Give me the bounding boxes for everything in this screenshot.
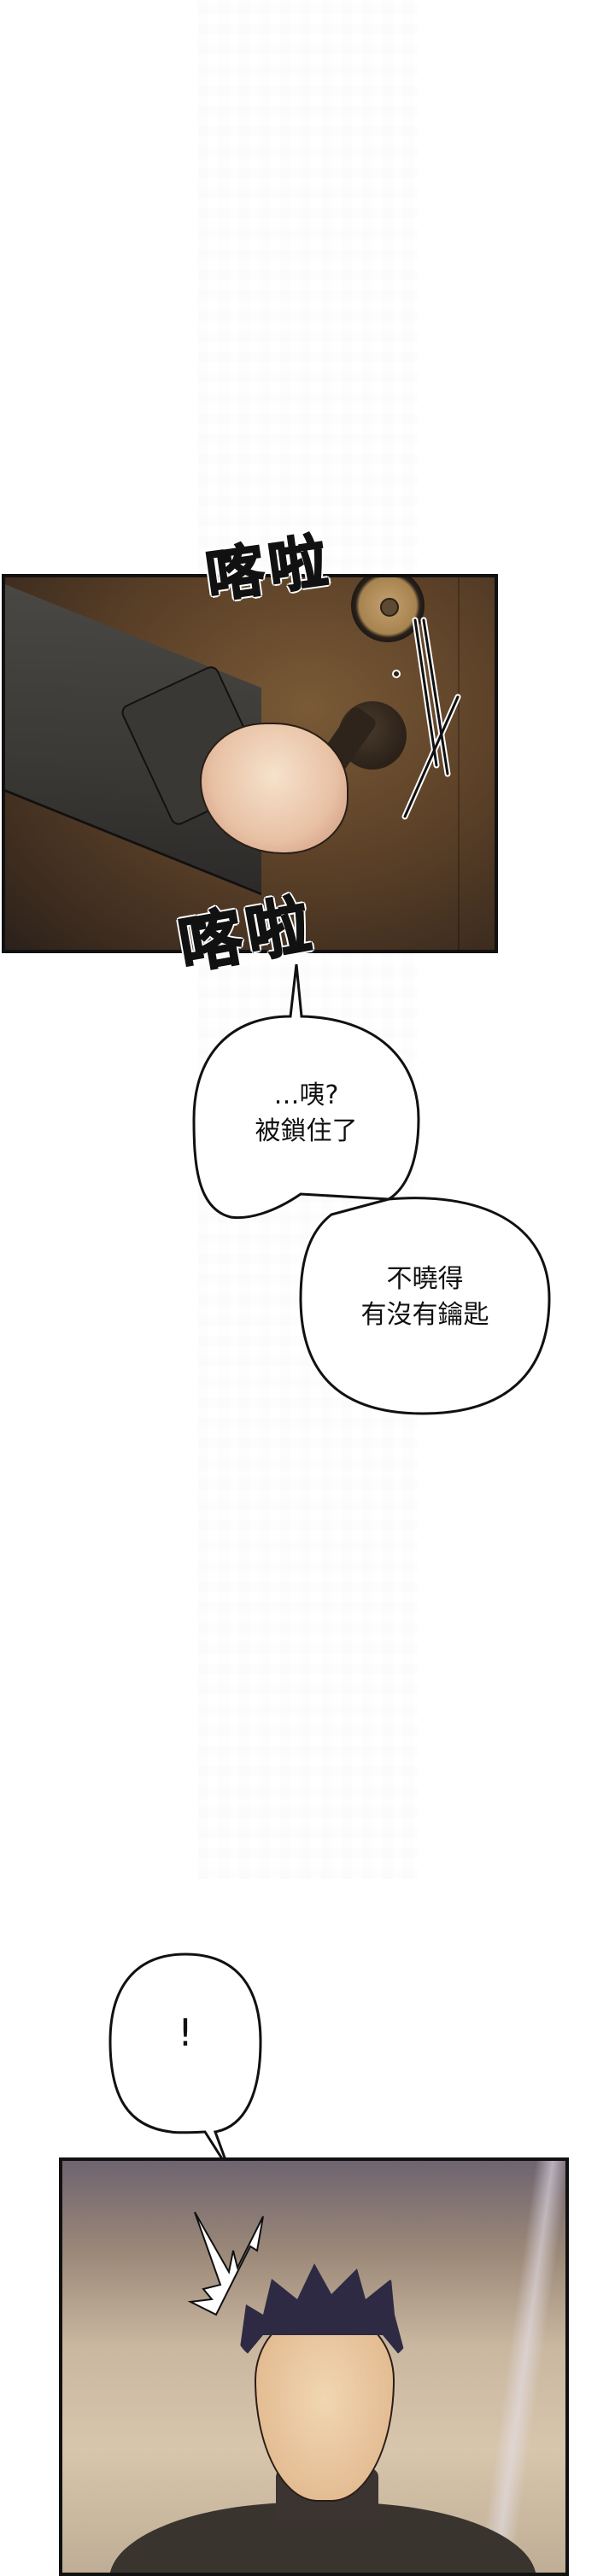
bubble-1-line-2: 被鎖住了 xyxy=(255,1116,358,1146)
panel-surprised-man xyxy=(59,2157,569,2576)
bubble-2-line-2: 有沒有鑰匙 xyxy=(360,1300,489,1330)
keyhole xyxy=(380,598,399,617)
motion-lines-icon xyxy=(392,617,461,820)
bubble-1-line-1: …咦? xyxy=(273,1080,339,1110)
bubble-3-text: ! xyxy=(110,2011,261,2055)
bubble-2-text: 不曉得 有沒有鑰匙 xyxy=(301,1262,549,1333)
panel-door-handle xyxy=(2,574,498,953)
exclamation-mark: ! xyxy=(178,2011,193,2055)
light-beam xyxy=(477,2161,565,2573)
bubble-2-line-1: 不曉得 xyxy=(386,1264,464,1294)
surprise-mark-icon xyxy=(187,2211,264,2316)
hand xyxy=(200,723,348,854)
deadbolt-lock xyxy=(351,577,425,642)
door-edge xyxy=(458,577,460,950)
bubble-1-text: …咦? 被鎖住了 xyxy=(194,1078,419,1150)
